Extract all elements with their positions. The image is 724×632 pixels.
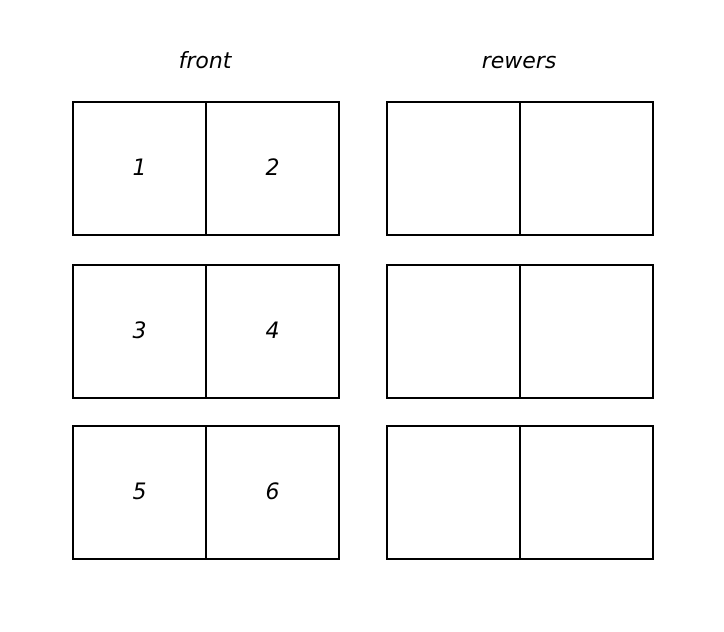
- back-sheet-2-right-page: [519, 266, 652, 397]
- back-sheet-1: [386, 101, 654, 236]
- back-sheet-1-left-page: [388, 103, 519, 234]
- front-sheet-3-right-page: 6: [205, 427, 338, 558]
- front-sheet-1-left-page: 1: [132, 156, 147, 181]
- front-sheet-1: 1 2: [72, 101, 340, 236]
- back-sheet-3-left-page: [388, 427, 519, 558]
- back-sheet-2: [386, 264, 654, 399]
- back-heading: rewers: [481, 49, 557, 74]
- back-sheet-3-right-page: [519, 427, 652, 558]
- front-sheet-1-right-page: 2: [205, 103, 338, 234]
- back-sheet-1-right-page: [519, 103, 652, 234]
- front-sheet-2-right-page: 4: [205, 266, 338, 397]
- front-sheet-2-left-page: 3: [132, 319, 147, 344]
- front-sheet-2: 3 4: [72, 264, 340, 399]
- front-sheet-3: 5 6: [72, 425, 340, 560]
- back-sheet-3: [386, 425, 654, 560]
- front-heading: front: [178, 49, 232, 74]
- back-sheet-2-left-page: [388, 266, 519, 397]
- front-sheet-3-left-page: 5: [132, 480, 147, 505]
